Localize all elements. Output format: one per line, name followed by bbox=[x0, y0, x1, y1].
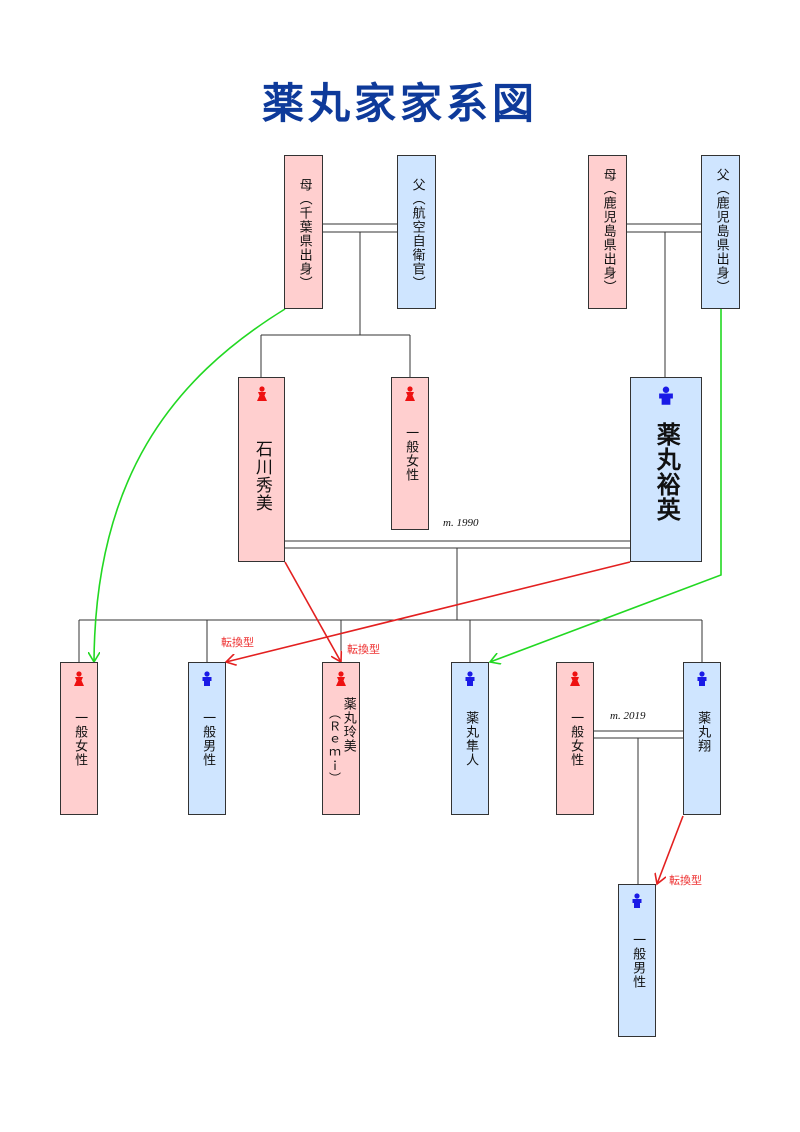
female-icon bbox=[405, 386, 415, 401]
transfer-arrow bbox=[226, 561, 631, 662]
male-icon bbox=[465, 671, 475, 686]
person-grandchild[interactable]: 一般男性 bbox=[618, 884, 656, 1037]
person-yakumaru-remi[interactable]: 薬丸玲美 （Ｒｅｍｉ） bbox=[322, 662, 360, 815]
person-maternal-grandfather[interactable]: 父（航空自衛官） bbox=[397, 155, 436, 309]
person-sho-wife[interactable]: 一般女性 bbox=[556, 662, 594, 815]
person-paternal-grandfather[interactable]: 父（鹿児島県出身） bbox=[701, 155, 740, 309]
female-icon bbox=[570, 671, 580, 686]
male-icon bbox=[202, 671, 212, 686]
female-icon bbox=[256, 386, 267, 401]
transfer-arrow bbox=[657, 815, 684, 884]
transfer-label: 転換型 bbox=[669, 874, 702, 887]
person-child-male[interactable]: 一般男性 bbox=[188, 662, 226, 815]
male-icon bbox=[659, 386, 673, 405]
person-yakumaru-hiroyuki[interactable]: 薬丸裕英 bbox=[630, 377, 702, 562]
transfer-arrow bbox=[284, 561, 341, 662]
marriage-year: m. 2019 bbox=[610, 710, 646, 722]
person-yakumaru-sho[interactable]: 薬丸翔 bbox=[683, 662, 721, 815]
person-yakumaru-hayato[interactable]: 薬丸隼人 bbox=[451, 662, 489, 815]
person-child-female[interactable]: 一般女性 bbox=[60, 662, 98, 815]
female-icon bbox=[336, 671, 346, 686]
green-arrow bbox=[94, 308, 286, 662]
transfer-label: 転換型 bbox=[347, 643, 380, 656]
person-paternal-grandmother[interactable]: 母（鹿児島県出身） bbox=[588, 155, 627, 309]
page-title: 薬丸家家系図 bbox=[261, 79, 538, 128]
marriage-year: m. 1990 bbox=[443, 517, 479, 529]
male-icon bbox=[697, 671, 707, 686]
transfer-label: 転換型 bbox=[221, 636, 254, 649]
male-icon bbox=[632, 893, 642, 908]
female-icon bbox=[74, 671, 84, 686]
person-ishikawa-hidemi[interactable]: 石川秀美 bbox=[238, 377, 285, 562]
green-arrow bbox=[490, 309, 722, 662]
person-aunt[interactable]: 一般女性 bbox=[391, 377, 429, 530]
person-maternal-grandmother[interactable]: 母（千葉県出身） bbox=[284, 155, 323, 309]
